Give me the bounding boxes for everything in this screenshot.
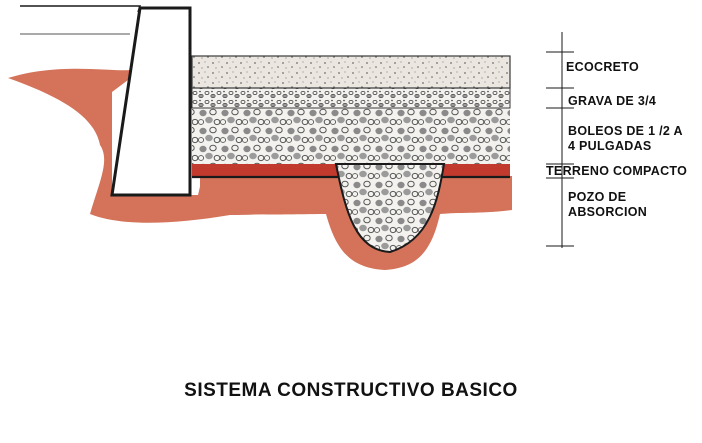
label-ecocreto: ECOCRETO	[566, 60, 640, 74]
grava-layer	[191, 87, 511, 109]
diagram-title: SISTEMA CONSTRUCTIVO BASICO	[184, 380, 518, 401]
label-pozo-line1: POZO DE	[568, 190, 627, 204]
dimension-scale	[546, 32, 574, 248]
label-boleos-line2: 4 PULGADAS	[568, 139, 652, 153]
retaining-wall	[110, 6, 192, 197]
wall-top-slab	[20, 5, 142, 13]
pozo-absorcion-pit	[334, 163, 446, 254]
label-pozo-line2: ABSORCION	[568, 205, 648, 219]
label-boleos-line1: BOLEOS DE 1 /2 A	[568, 124, 683, 138]
boleos-layer	[192, 108, 510, 164]
label-terreno-compacto: TERRENO COMPACTO	[546, 164, 688, 178]
ecocreto-layer	[191, 55, 511, 89]
label-grava: GRAVA DE 3/4	[568, 94, 657, 108]
